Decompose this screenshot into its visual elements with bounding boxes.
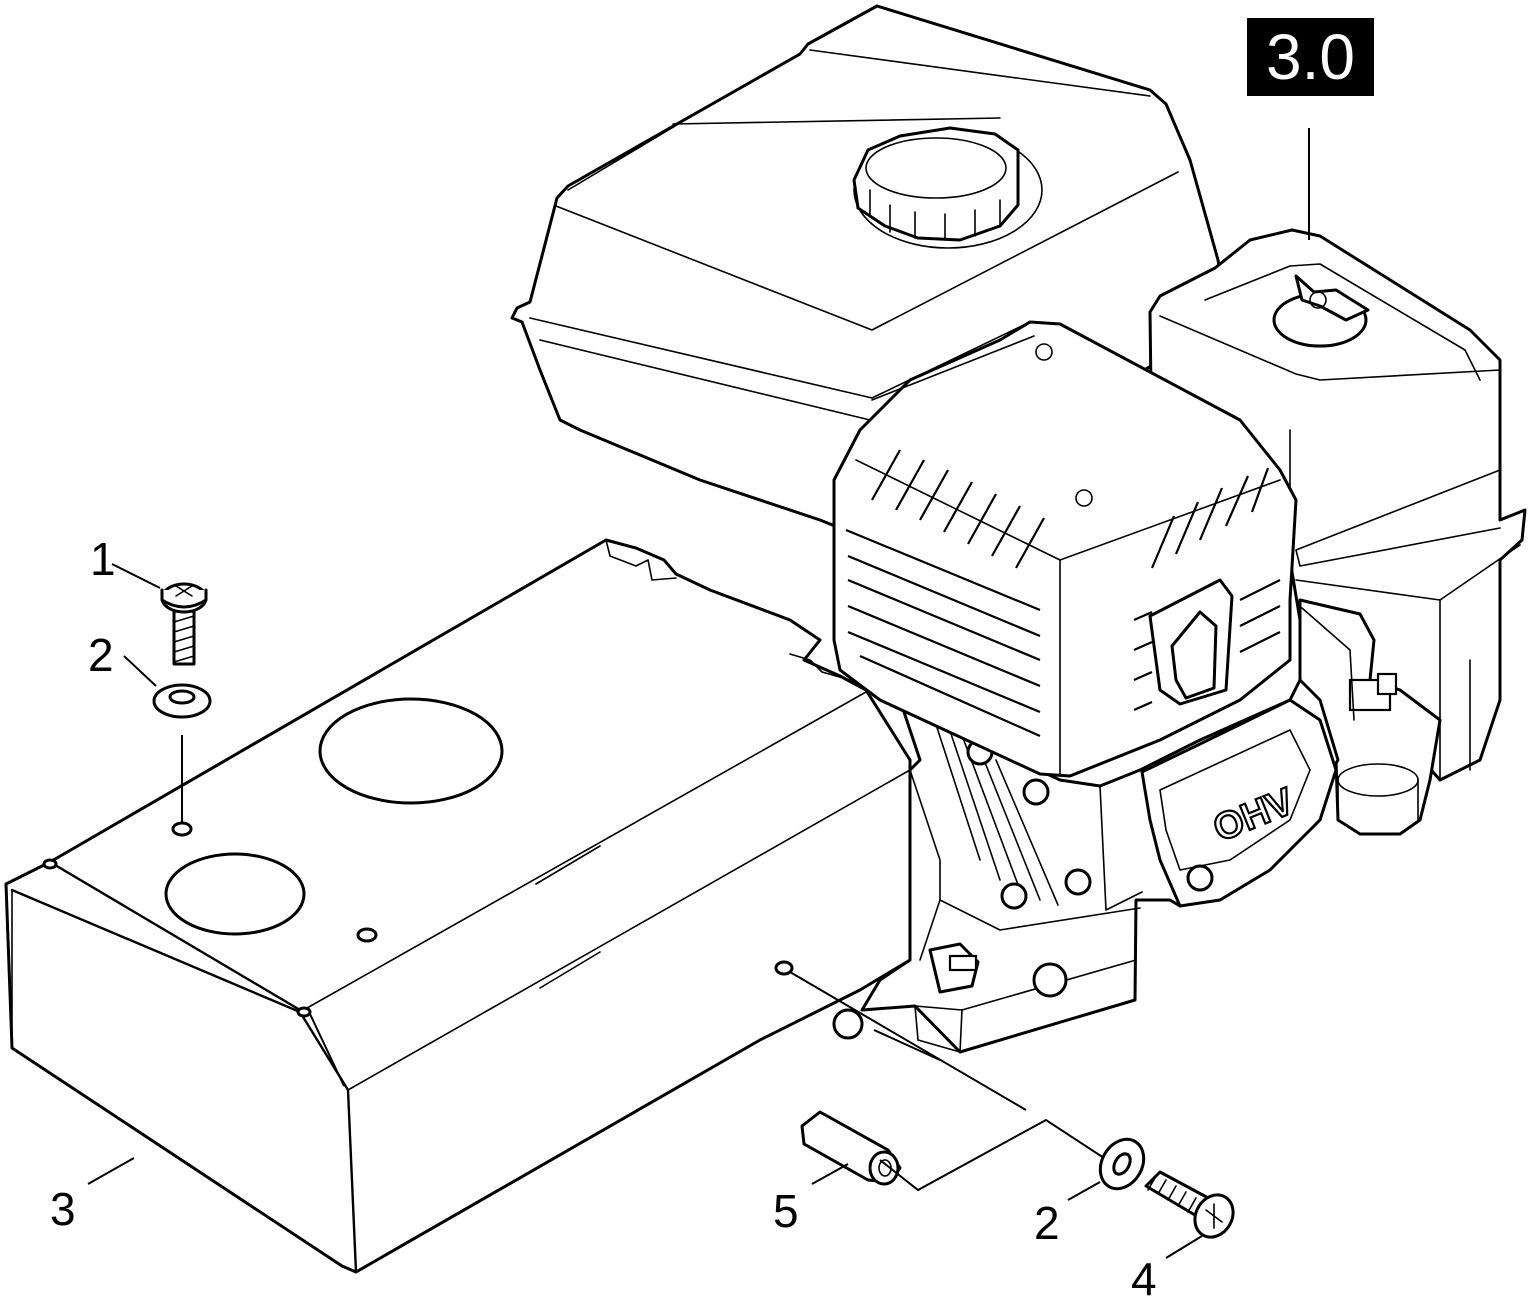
screw-part-1 bbox=[160, 582, 208, 666]
wing-nut bbox=[1272, 274, 1370, 348]
housing-vents bbox=[845, 449, 1281, 738]
starter-grip bbox=[1148, 578, 1234, 706]
callout-1: 1 bbox=[90, 533, 116, 585]
callout-5: 5 bbox=[773, 1185, 799, 1237]
base-plate bbox=[4, 538, 912, 1274]
recoil-starter-housing bbox=[832, 320, 1298, 778]
callout-3: 3 bbox=[50, 1183, 76, 1235]
fuel-cap bbox=[852, 126, 1020, 242]
callout-2-lower: 2 bbox=[1034, 1197, 1060, 1249]
washer-part-2-upper bbox=[152, 683, 212, 719]
leader-lines bbox=[87, 128, 1310, 1259]
spacer-part-5 bbox=[800, 1110, 902, 1186]
oil-drain-plug bbox=[928, 942, 980, 994]
valve-cover: OHV bbox=[1140, 698, 1338, 908]
screw-part-4 bbox=[1144, 1170, 1235, 1239]
washer-part-2-lower bbox=[1098, 1137, 1146, 1191]
section-badge: 3.0 bbox=[1247, 18, 1374, 96]
callout-2-upper: 2 bbox=[88, 629, 114, 681]
callout-4: 4 bbox=[1131, 1253, 1157, 1305]
